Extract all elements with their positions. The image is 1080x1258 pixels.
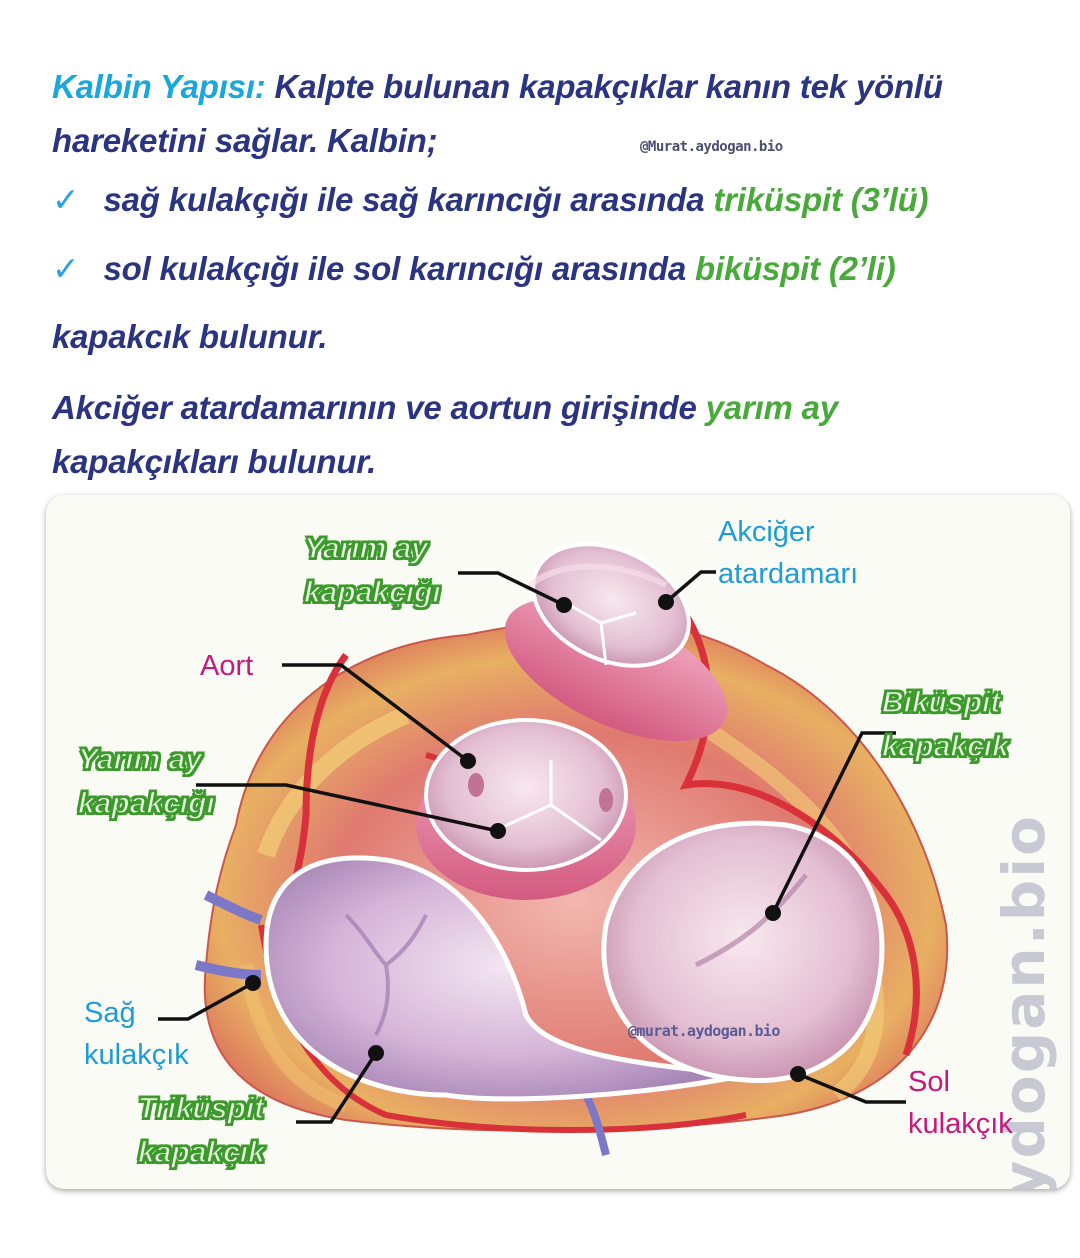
heart-illustration (158, 542, 949, 1156)
paragraph-line-1: kapakcık bulunur. (52, 318, 328, 355)
label-aort: Aort (200, 650, 254, 682)
label-line: kulakçık (908, 1108, 1013, 1140)
label-yarim-ay-top: Yarım ay kapakçığı (303, 527, 441, 615)
bullet-highlight: triküspit (3’lü) (713, 181, 929, 218)
aortic-valve (424, 718, 628, 872)
label-line: Sol (908, 1066, 950, 1098)
leader-lines (158, 570, 906, 1124)
label-sag-kulakcik: Sağ kulakçık (84, 992, 189, 1076)
label-yarim-ay-left: Yarım ay kapakçığı (77, 738, 215, 826)
paragraph-text: Akciğer atardamarının ve aortun girişind… (52, 389, 706, 426)
label-line: kapakçık (881, 729, 1009, 764)
bullet-item: ✓ sol kulakçığı ile sol karıncığı arasınd… (52, 249, 896, 288)
label-line: Akciğer (718, 516, 815, 548)
label-line: Yarım ay (303, 531, 428, 566)
label-line: Yarım ay (77, 742, 202, 777)
bullet-item: ✓ sağ kulakçığı ile sağ karıncığı arasınd… (52, 180, 929, 219)
watermark-top: @Murat.aydogan.bio (640, 139, 783, 155)
intro-text-1: Kalpte bulunan kapakçıklar kanın tek yön… (265, 68, 944, 105)
paragraph-line-2: Akciğer atardamarının ve aortun girişind… (52, 389, 838, 427)
label-line: kulakçık (84, 1039, 189, 1071)
bicuspid-valve (601, 820, 885, 1084)
paragraph-highlight: yarım ay (705, 389, 839, 426)
tricuspid-valve (344, 913, 428, 1036)
bullet-highlight: biküspit (2’li) (695, 250, 896, 287)
bullet-text: sağ kulakçığı ile sağ karıncığı arasında (103, 181, 714, 218)
label-line: atardamarı (718, 558, 859, 590)
paragraph-line-3: kapakçıkları bulunur. (52, 443, 377, 480)
intro-line-2: hareketini sağlar. Kalbin; (52, 122, 438, 159)
label-line: Triküspit (137, 1091, 265, 1126)
label-trikuspit: Triküspit kapakçık (137, 1087, 265, 1175)
check-icon: ✓ (52, 249, 80, 288)
bullet-text: sol kulakçığı ile sol karıncığı arasında (103, 250, 696, 287)
label-line: kapakçığı (77, 786, 215, 821)
section-title: Kalbin Yapısı: (52, 68, 266, 105)
label-line: kapakçık (137, 1135, 265, 1170)
label-sol-kulakcik: Sol kulakçık (908, 1061, 1013, 1145)
label-line: Sağ (84, 997, 136, 1029)
label-bikuspit: Biküspit kapakçık (881, 681, 1009, 769)
heart-valves-diagram: @murat.aydogan.bio @murat.aydogan.bio Ya… (46, 495, 1070, 1189)
check-icon: ✓ (52, 180, 80, 219)
label-line: Biküspit (881, 685, 1001, 720)
watermark-inner: @murat.aydogan.bio (628, 1022, 780, 1040)
intro-line-1: Kalbin Yapısı: Kalpte bulunan kapakçıkla… (52, 68, 943, 106)
label-akciger-atardamari: Akciğer atardamarı (718, 511, 858, 595)
leader-dots (245, 594, 806, 1082)
label-line: kapakçığı (303, 575, 441, 610)
